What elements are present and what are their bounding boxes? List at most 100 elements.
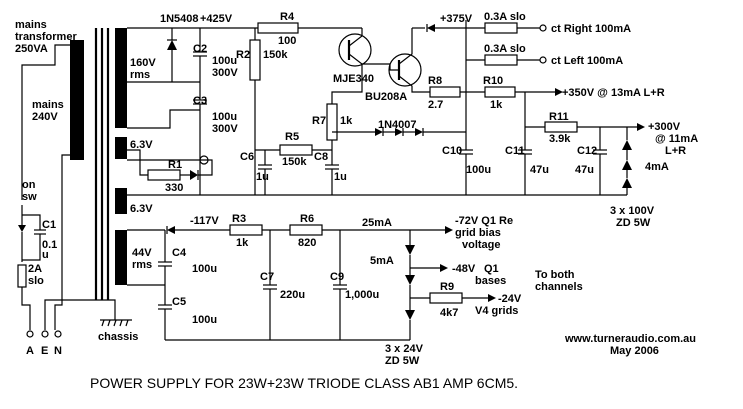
d-1n5408 <box>167 40 177 50</box>
q-bu208a <box>388 53 422 87</box>
led-indicator <box>190 170 198 180</box>
terminal-label-n: N <box>54 345 62 357</box>
heater1-label: 6.3V <box>130 139 153 151</box>
v48-label-2: Q1 <box>484 263 499 275</box>
v425-label: +425V <box>200 13 233 25</box>
r1-label: R1 <box>168 159 182 171</box>
c2-label: C2 <box>193 43 207 55</box>
r2-value: 150k <box>263 49 288 61</box>
c6-label: C6 <box>240 151 254 163</box>
zener-24v-2 <box>405 275 415 285</box>
v300-label-1: +300V <box>648 121 681 133</box>
c4-label: C4 <box>172 247 187 259</box>
schematic-title: POWER SUPPLY FOR 23W+23W TRIODE CLASS AB… <box>90 375 518 391</box>
r10-value: 1k <box>490 99 503 111</box>
r10-resistor <box>484 86 516 98</box>
mains-winding-label-1: mains <box>32 99 64 111</box>
bias-winding-label-2: rms <box>132 259 152 271</box>
zener-100v-2 <box>622 160 632 170</box>
r2-resistor <box>249 39 261 81</box>
r11-label: R11 <box>549 111 569 123</box>
v375-label: +375V <box>440 13 473 25</box>
v48-label-3: bases <box>475 275 506 287</box>
c12-value: 47u <box>575 164 594 176</box>
fuse-label-2: slo <box>28 275 44 287</box>
terminal-e <box>41 330 49 338</box>
d-1n4007-2 <box>395 128 403 136</box>
r3-value: 1k <box>236 237 249 249</box>
fuse-left-label: 0.3A slo <box>484 43 526 55</box>
zener-100v-3 <box>622 178 632 188</box>
ct-right-label: ct Right 100mA <box>551 23 631 35</box>
c8-label: C8 <box>314 151 328 163</box>
terminal-label-a: A <box>26 345 34 357</box>
bias-supply <box>127 224 496 341</box>
d-1n4007-3 <box>415 128 423 136</box>
v117-label: -117V <box>190 215 219 227</box>
d-1n4007-label: 1N4007 <box>378 119 417 131</box>
c10-label: C10 <box>442 145 462 157</box>
c3-value-2: 300V <box>212 123 238 135</box>
transformer-label-3: 250VA <box>15 43 48 55</box>
date-label: May 2006 <box>610 345 659 357</box>
ct-left-label: ct Left 100mA <box>551 55 623 67</box>
c10-value: 100u <box>466 164 491 176</box>
c1-label-3: u <box>42 249 49 261</box>
zener-100v-1 <box>622 140 632 150</box>
r11-resistor <box>544 121 578 133</box>
r5-label: R5 <box>285 131 299 143</box>
secondary-windings: 160V rms 6.3V 6.3V 44V rms <box>115 28 156 285</box>
r2-label: R2 <box>236 49 250 61</box>
transformer-label-2: transformer <box>15 31 77 43</box>
v72-label-1: -72V Q1 Re <box>455 215 513 227</box>
c8-value: 1u <box>334 171 347 183</box>
hv-winding <box>115 28 127 128</box>
hv-winding-label-2: rms <box>130 69 150 81</box>
both-channels-2: channels <box>535 281 583 293</box>
zd100-label-2: ZD 5W <box>616 217 651 229</box>
heater2-label: 6.3V <box>130 203 153 215</box>
c3-value-1: 100u <box>212 111 237 123</box>
zener-24v-1 <box>405 245 415 255</box>
website-label: www.turneraudio.com.au <box>564 333 696 345</box>
v48-label-1: -48V <box>452 263 476 275</box>
main-fuse <box>17 264 27 288</box>
c7-label: C7 <box>260 271 274 283</box>
r9-value: 4k7 <box>440 307 458 319</box>
c9-value: 1,000u <box>345 289 379 301</box>
zd24-label-1: 3 x 24V <box>385 343 424 355</box>
hv-winding-label-1: 160V <box>130 57 156 69</box>
c7-value: 220u <box>280 289 305 301</box>
q-mje340 <box>338 33 372 67</box>
r3-label: R3 <box>232 213 246 225</box>
c1-label-1: C1 <box>42 219 56 231</box>
hv-supply <box>127 20 645 196</box>
r6-value: 820 <box>298 237 316 249</box>
c11-value: 47u <box>530 164 549 176</box>
r6-label: R6 <box>300 213 314 225</box>
r7-value: 1k <box>340 115 353 127</box>
d-1n5408-label: 1N5408 <box>160 13 199 25</box>
c11-label: C11 <box>505 145 525 157</box>
mains-input: mains transformer 250VA mains 240V on sw… <box>15 19 138 357</box>
c12-label: C12 <box>577 145 597 157</box>
r11-value: 3.9k <box>549 133 571 145</box>
r3-resistor <box>229 224 263 236</box>
zd100-label-1: 3 x 100V <box>610 205 655 217</box>
ma5-label: 5mA <box>370 255 394 267</box>
r5-value: 150k <box>282 156 307 168</box>
c1-label-2: 0.1 <box>42 239 57 251</box>
r4-label: R4 <box>280 11 295 23</box>
r9-resistor <box>429 292 463 304</box>
c5-label: C5 <box>172 296 186 308</box>
v350-label: +350V @ 13mA L+R <box>562 87 665 99</box>
zd24-label-2: ZD 5W <box>385 355 420 367</box>
heater-winding-1 <box>115 137 127 159</box>
r8-value: 2.7 <box>428 99 443 111</box>
bias-winding-label-1: 44V <box>132 247 152 259</box>
v300-label-2: @ 11mA <box>655 133 698 145</box>
v300-label-3: L+R <box>665 145 686 157</box>
transformer-label-1: mains <box>15 19 47 31</box>
